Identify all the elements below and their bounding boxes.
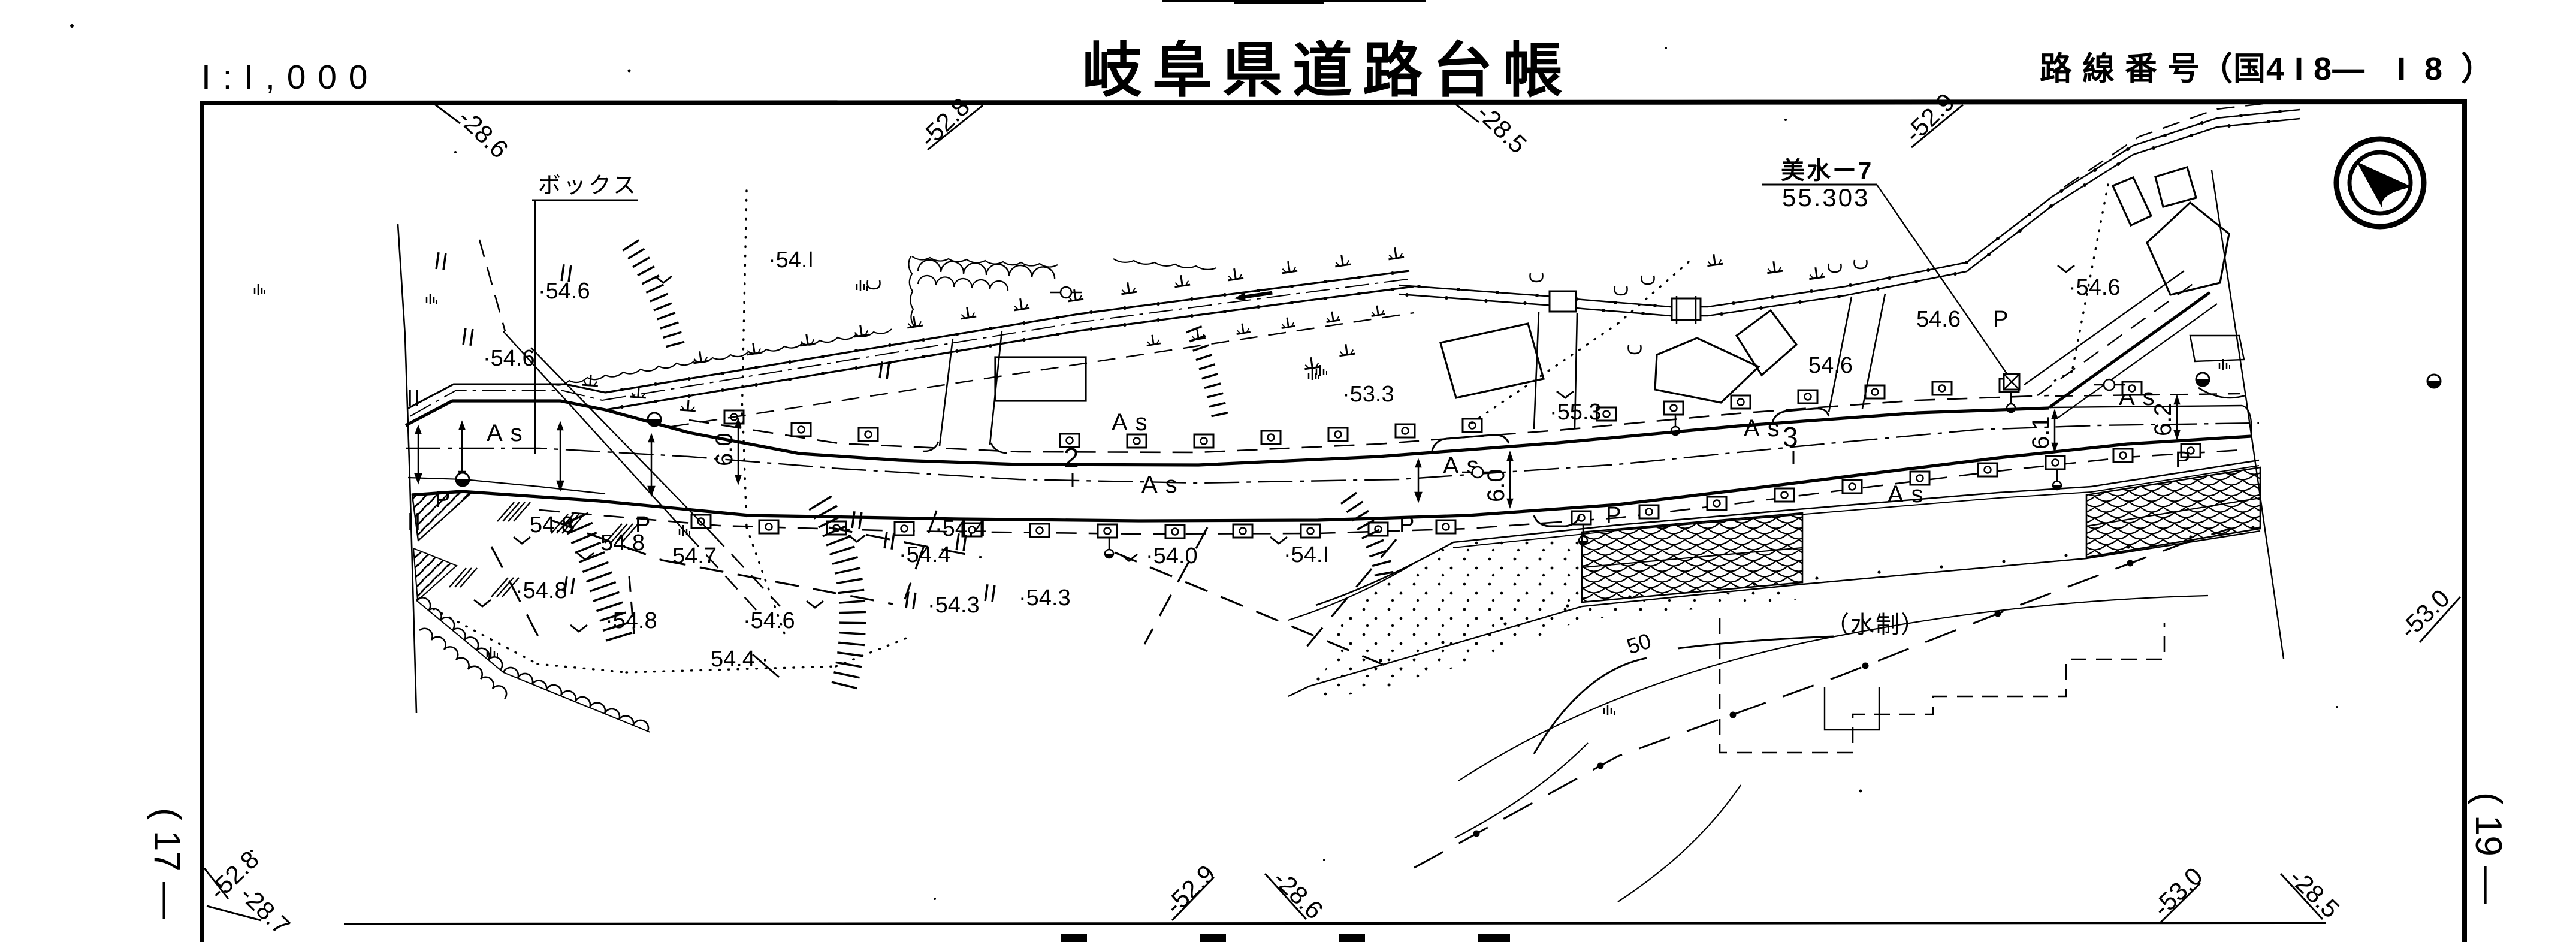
svg-text:2: 2 xyxy=(1064,442,1079,473)
svg-text:美水ー7: 美水ー7 xyxy=(1781,158,1873,184)
svg-text:54.4 ·: 54.4 · xyxy=(711,647,769,672)
svg-text:·54.3: ·54.3 xyxy=(1019,585,1071,611)
svg-text:·54.0: ·54.0 xyxy=(1146,544,1198,569)
svg-text:55.303: 55.303 xyxy=(1782,183,1870,212)
svg-text:·54.8: ·54.8 xyxy=(605,608,657,633)
svg-text:I : I , 0 0 0: I : I , 0 0 0 xyxy=(201,58,369,96)
svg-text:·54.3: ·54.3 xyxy=(928,593,980,618)
svg-text:（水制）: （水制） xyxy=(1825,612,1926,638)
svg-text:54.6: 54.6 xyxy=(1916,307,1961,332)
svg-text:A s: A s xyxy=(1112,409,1149,436)
svg-text:·53.3: ·53.3 xyxy=(1342,382,1394,407)
svg-text:3: 3 xyxy=(1783,421,1798,452)
svg-text:54.7: 54.7 xyxy=(672,544,717,569)
svg-text:54.6: 54.6 xyxy=(1808,353,1853,378)
svg-text:6.0: 6.0 xyxy=(711,433,738,466)
svg-text:·54.6: ·54.6 xyxy=(483,346,535,371)
svg-text:·54.4: ·54.4 xyxy=(935,516,987,541)
svg-text:A s: A s xyxy=(1888,481,1925,508)
svg-text:6.2: 6.2 xyxy=(2150,403,2176,436)
svg-text:6.1: 6.1 xyxy=(2028,416,2054,449)
svg-text:P: P xyxy=(1606,503,1621,528)
svg-text:A s: A s xyxy=(1141,472,1179,498)
svg-text:( 19 —: ( 19 — xyxy=(2468,792,2509,904)
svg-text:A s: A s xyxy=(1744,415,1781,442)
svg-text:·54.6: ·54.6 xyxy=(2068,275,2121,300)
svg-text:·54.I: ·54.I xyxy=(768,247,814,273)
svg-text:·54.6: ·54.6 xyxy=(538,279,590,304)
svg-text:路 線 番 号（国4 I 8—: 路 線 番 号（国4 I 8— xyxy=(2040,51,2365,87)
svg-text:·54.8: ·54.8 xyxy=(515,578,567,603)
svg-text:·54.6: ·54.6 xyxy=(743,608,795,633)
svg-text:岐阜県道路台帳: 岐阜県道路台帳 xyxy=(1082,37,1573,104)
svg-text:I 8 ）: I 8 ） xyxy=(2397,51,2498,87)
svg-text:6.0: 6.0 xyxy=(1483,469,1509,502)
svg-text:( 17 —: ( 17 — xyxy=(146,808,188,919)
svg-text:P: P xyxy=(1399,512,1414,538)
svg-text:·54.I: ·54.I xyxy=(1284,542,1329,567)
svg-text:P: P xyxy=(2175,448,2190,473)
svg-text:A s: A s xyxy=(487,420,524,446)
svg-text:·55.3: ·55.3 xyxy=(1550,400,1602,425)
svg-text:ボックス: ボックス xyxy=(538,173,638,198)
svg-text:P: P xyxy=(1993,307,2008,332)
